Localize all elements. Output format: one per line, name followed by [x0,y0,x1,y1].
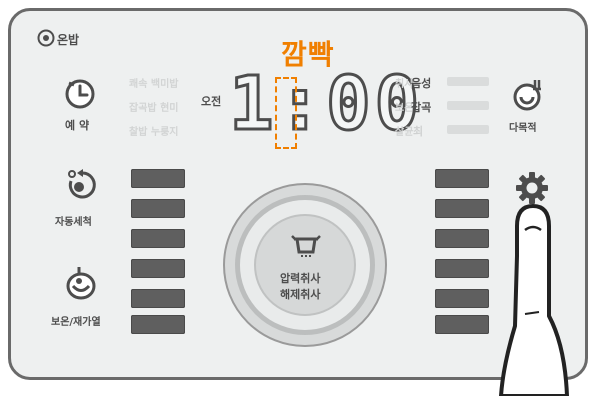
right-bar-5 [435,289,489,308]
autoclean-label: 자동세척 [55,217,92,228]
right-bar-4 [435,259,489,278]
dial-label-1: 압력취사 [280,272,321,285]
multi-button[interactable]: 다목적 [497,73,567,143]
multi-icon [511,77,547,117]
settings-button[interactable] [513,169,553,209]
indicator-extra [447,125,489,134]
right-bar-6 [435,315,489,334]
multi-label: 다목적 [509,123,537,134]
mode-label-1: 쾌속 백미밥 [129,79,179,90]
clock-icon [63,77,97,115]
warm-label: 보온/재가열 [51,317,101,328]
left-bar-3 [131,229,185,248]
status-warm: 보온 [395,103,414,114]
right-label-extra: 최 [413,125,424,138]
time-display: 1:00 [228,60,421,153]
right-label-voice: 음성 [411,77,432,90]
status-cook: 취사 [395,79,414,90]
dial-center: 압력취사 해제취사 [254,214,356,316]
left-bar-1 [131,169,185,188]
pot-icon [63,265,99,305]
indicator-grain [447,101,489,110]
right-bar-1 [435,169,489,188]
left-bar-4 [131,259,185,278]
autoclean-icon [63,167,99,207]
right-bar-2 [435,199,489,218]
mode-label-3: 찰밥 누룽지 [129,127,179,138]
blink-label: 깜빡 [281,38,335,71]
right-bar-3 [435,229,489,248]
warm-button[interactable]: 보온/재가열 [47,265,127,339]
brand-label: 온밥 [57,33,80,47]
reservation-label: 예 약 [65,119,90,132]
left-bar-6 [131,315,185,334]
ampm-label: 오전 [201,95,222,108]
gear-icon [515,171,549,209]
dial-ring: 압력취사 해제취사 [235,195,375,335]
blink-highlight-box [275,77,297,149]
control-panel: 온밥 예 약 쾌속 백미밥 잡곡밥 현미 찰밥 누룽지 깜빡 오전 1:00 취… [8,8,588,380]
left-bar-5 [131,289,185,308]
finger-icon [495,196,575,400]
mode-label-2: 잡곡밥 현미 [129,103,179,114]
autoclean-button[interactable]: 자동세척 [51,167,123,237]
right-label-grain: 잡곡 [411,101,432,114]
cooking-pot-icon [291,232,321,262]
dial-label-2: 해제취사 [280,288,321,301]
main-dial-button[interactable]: 압력취사 해제취사 [223,183,387,347]
status-clean: 살균 [395,127,414,138]
left-bar-2 [131,199,185,218]
brand-icon [37,29,55,51]
time-text: 1:00 [228,60,424,149]
reservation-button[interactable]: 예 약 [51,77,111,141]
indicator-voice [447,77,489,86]
